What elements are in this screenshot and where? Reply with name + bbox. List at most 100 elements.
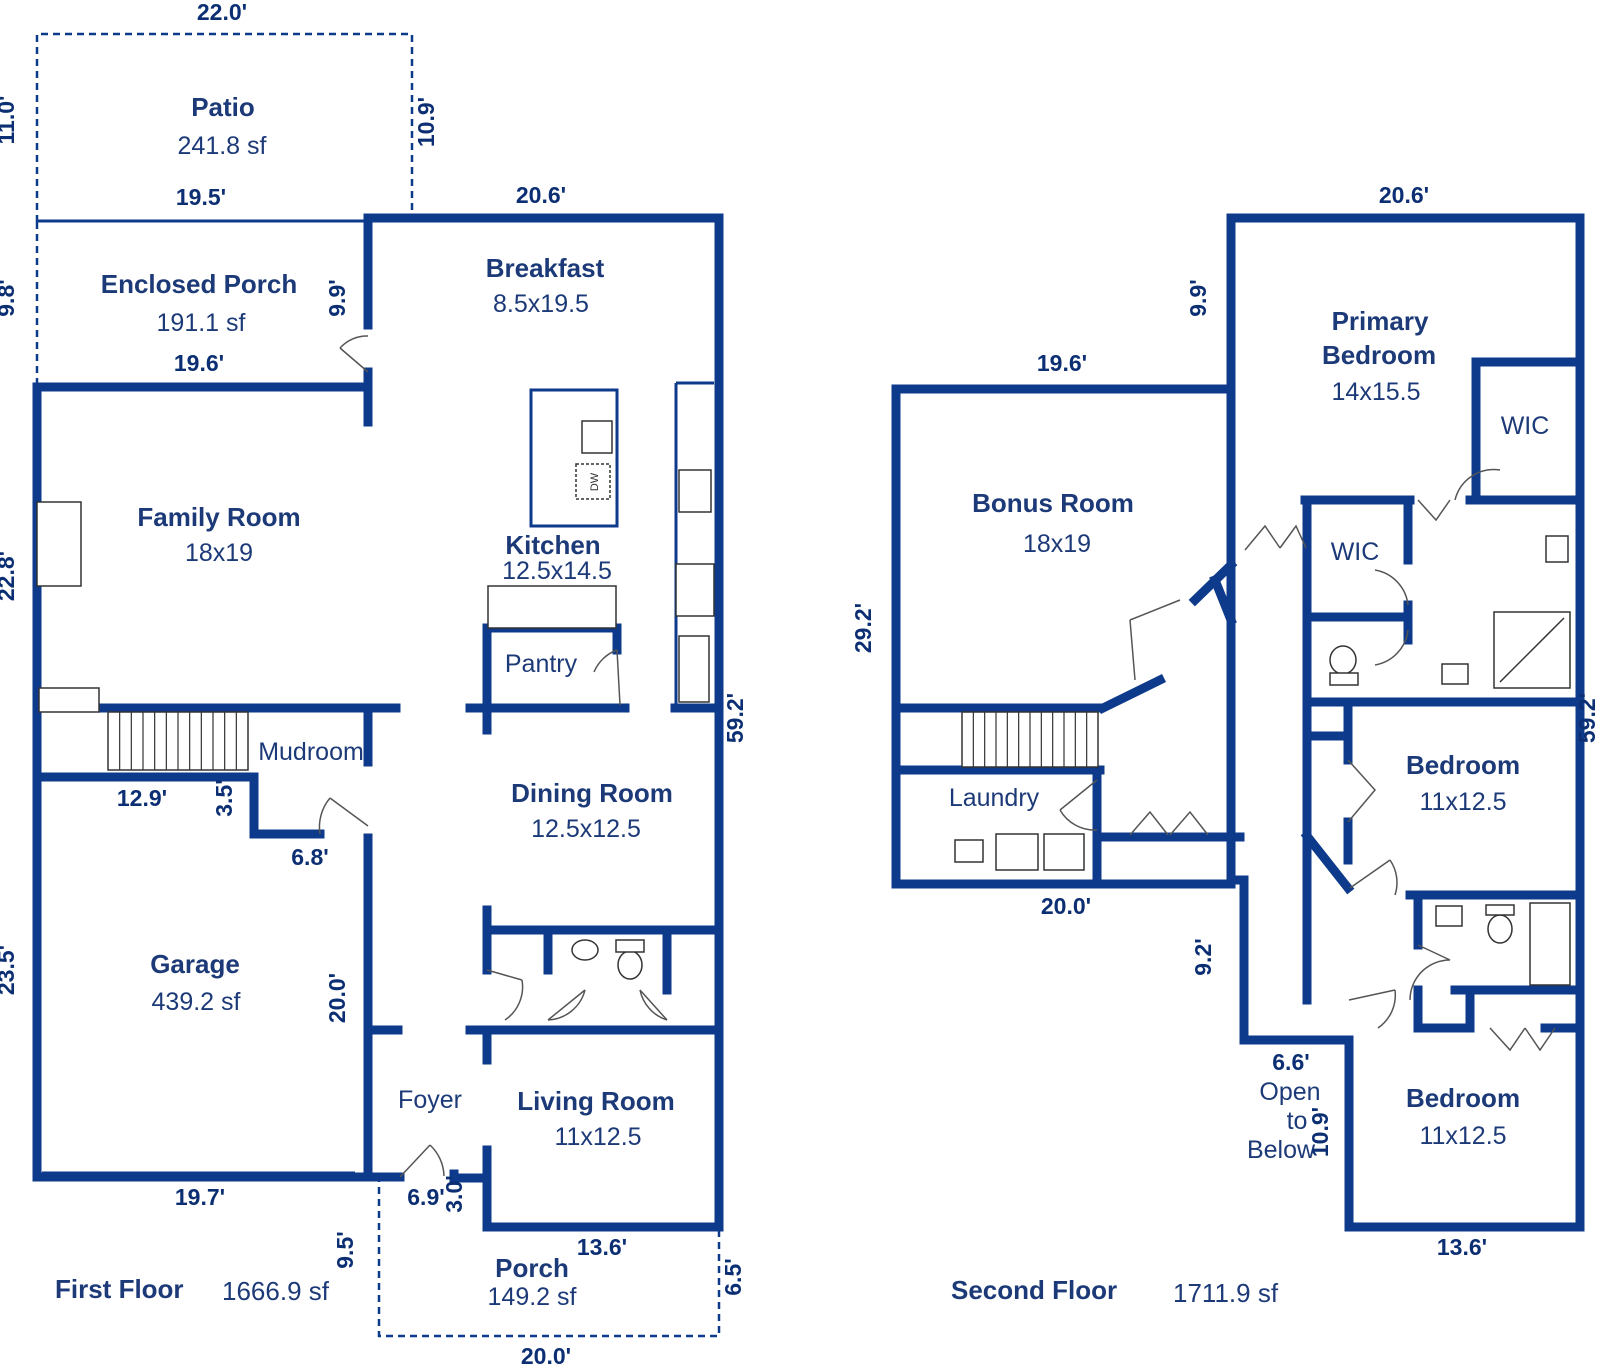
room-name-bedroom-2: Bedroom	[1406, 1083, 1520, 1113]
washer	[995, 833, 1039, 871]
room-name-living-room: Living Room	[517, 1086, 674, 1116]
room-name-patio: Patio	[191, 92, 255, 122]
powder-sink	[571, 939, 599, 961]
hall-bath-door	[1409, 944, 1451, 1001]
front-porch-outline	[377, 1175, 721, 1338]
closet-diag	[1300, 829, 1355, 895]
mudroom-door	[318, 797, 369, 835]
primary-door	[1244, 524, 1307, 551]
room-name-bonus-room: Bonus Room	[972, 488, 1134, 518]
open-to-below-line-1: Open	[1259, 1078, 1320, 1106]
second-floor: Primary Bedroom 14x15.5 WIC WIC Bonus Ro…	[850, 182, 1600, 1308]
dim-label: 19.6'	[1037, 350, 1087, 376]
open-to-below-line-3: Below	[1247, 1136, 1316, 1164]
room-size-kitchen: 12.5x14.5	[502, 557, 612, 585]
hall-bath-toilet	[1487, 914, 1513, 944]
bench	[38, 687, 100, 713]
dim-label: 6.9'	[407, 1184, 444, 1210]
laundry-closet-door	[1129, 810, 1209, 836]
room-name-primary-bedroom-2: Bedroom	[1322, 340, 1436, 370]
floor-title-first: First Floor	[55, 1274, 184, 1304]
room-name-bedroom-1: Bedroom	[1406, 750, 1520, 780]
room-size-bedroom-2: 11x12.5	[1419, 1122, 1506, 1150]
room-name-wic-2: WIC	[1331, 538, 1380, 566]
dim-label: 9.9'	[324, 279, 350, 316]
mudroom-wall	[32, 772, 325, 839]
room-name-foyer: Foyer	[398, 1086, 462, 1114]
room-name-pantry: Pantry	[505, 650, 578, 678]
enclosed-porch-wall	[32, 367, 373, 1182]
dim-label: 20.6'	[516, 182, 566, 208]
room-size-porch: 149.2 sf	[488, 1283, 577, 1311]
room-size-patio: 241.8 sf	[178, 132, 267, 160]
dim-label: 19.5'	[176, 184, 226, 210]
room-size-dining-room: 12.5x12.5	[531, 815, 641, 843]
room-name-kitchen: Kitchen	[505, 530, 600, 560]
room-name-enclosed-porch: Enclosed Porch	[101, 269, 298, 299]
dim-label: 13.6'	[1437, 1234, 1487, 1260]
first-floor: DW Patio 241.8 sf Enclosed Porch 191.1 s…	[0, 0, 748, 1368]
hall-bath-tub	[1529, 902, 1571, 986]
fireplace	[36, 501, 82, 587]
dim-label: 9.9'	[1185, 279, 1211, 316]
room-name-mudroom: Mudroom	[258, 738, 364, 766]
dim-label: 23.5'	[0, 945, 19, 995]
foyer-door	[399, 1144, 445, 1178]
shower-diag-1	[1499, 617, 1565, 683]
range	[678, 469, 712, 513]
dim-label: 20.6'	[1379, 182, 1429, 208]
dim-label: 12.9'	[117, 785, 167, 811]
room-size-bonus-room: 18x19	[1023, 530, 1091, 558]
wic-door-1	[1417, 468, 1501, 522]
primary-toilet-tank	[1329, 672, 1359, 686]
kitchen-island	[529, 388, 619, 528]
pantry-door	[593, 649, 621, 706]
primary-toilet	[1329, 645, 1357, 675]
dim-label: 22.0'	[197, 0, 247, 25]
island-sink	[581, 420, 613, 454]
dim-label: 6.8'	[291, 844, 328, 870]
dim-label: 29.2'	[850, 603, 876, 653]
room-size-bedroom-1: 11x12.5	[1419, 788, 1506, 816]
laundry-sink	[954, 839, 984, 863]
hall-bath-toilet-tank	[1485, 904, 1515, 916]
dim-label: 9.8'	[0, 279, 19, 316]
bonus-diag-wall-3	[1209, 574, 1237, 626]
dim-label: 20.0'	[521, 1343, 571, 1368]
powder-toilet-tank	[615, 939, 645, 953]
room-name-breakfast: Breakfast	[486, 253, 605, 283]
patio-outline	[35, 32, 414, 222]
dim-label: 9.5'	[332, 1231, 358, 1268]
dim-label: 13.6'	[577, 1234, 627, 1260]
primary-bath-door	[1374, 629, 1409, 666]
primary-sink-1	[1545, 535, 1569, 563]
dishwasher	[575, 463, 611, 500]
primary-sink-2	[1441, 663, 1469, 685]
stairs-first	[107, 711, 249, 771]
room-name-primary-bedroom: Primary	[1332, 306, 1429, 336]
laundry-door	[1059, 779, 1098, 831]
second-floor-outer-walls	[891, 213, 1585, 1232]
dim-label: 59.2'	[722, 693, 748, 743]
linen-door	[1489, 1027, 1556, 1052]
floor-area-second: 1711.9 sf	[1173, 1278, 1279, 1308]
bath-door-2	[547, 989, 586, 1021]
room-size-living-room: 11x12.5	[554, 1123, 641, 1151]
dim-label: 6.5'	[720, 1258, 746, 1295]
powder-toilet	[617, 950, 643, 980]
open-to-below-line-2: to	[1287, 1107, 1308, 1135]
dim-label: 19.7'	[175, 1184, 225, 1210]
dim-label: 11.0'	[0, 96, 19, 145]
room-size-garage: 439.2 sf	[152, 988, 241, 1016]
room-name-porch: Porch	[495, 1253, 569, 1283]
bath-door-3	[639, 989, 668, 1021]
stairs-second	[961, 711, 1099, 768]
hall-bath-sink	[1435, 905, 1463, 927]
dim-label: 6.6'	[1272, 1049, 1309, 1075]
room-name-laundry: Laundry	[949, 784, 1040, 812]
room-size-primary-bedroom: 14x15.5	[1332, 378, 1421, 406]
room-name-wic-1: WIC	[1501, 412, 1550, 440]
dishwasher-label: DW	[589, 472, 601, 491]
dim-label: 22.8'	[0, 551, 19, 601]
oven	[678, 635, 710, 703]
